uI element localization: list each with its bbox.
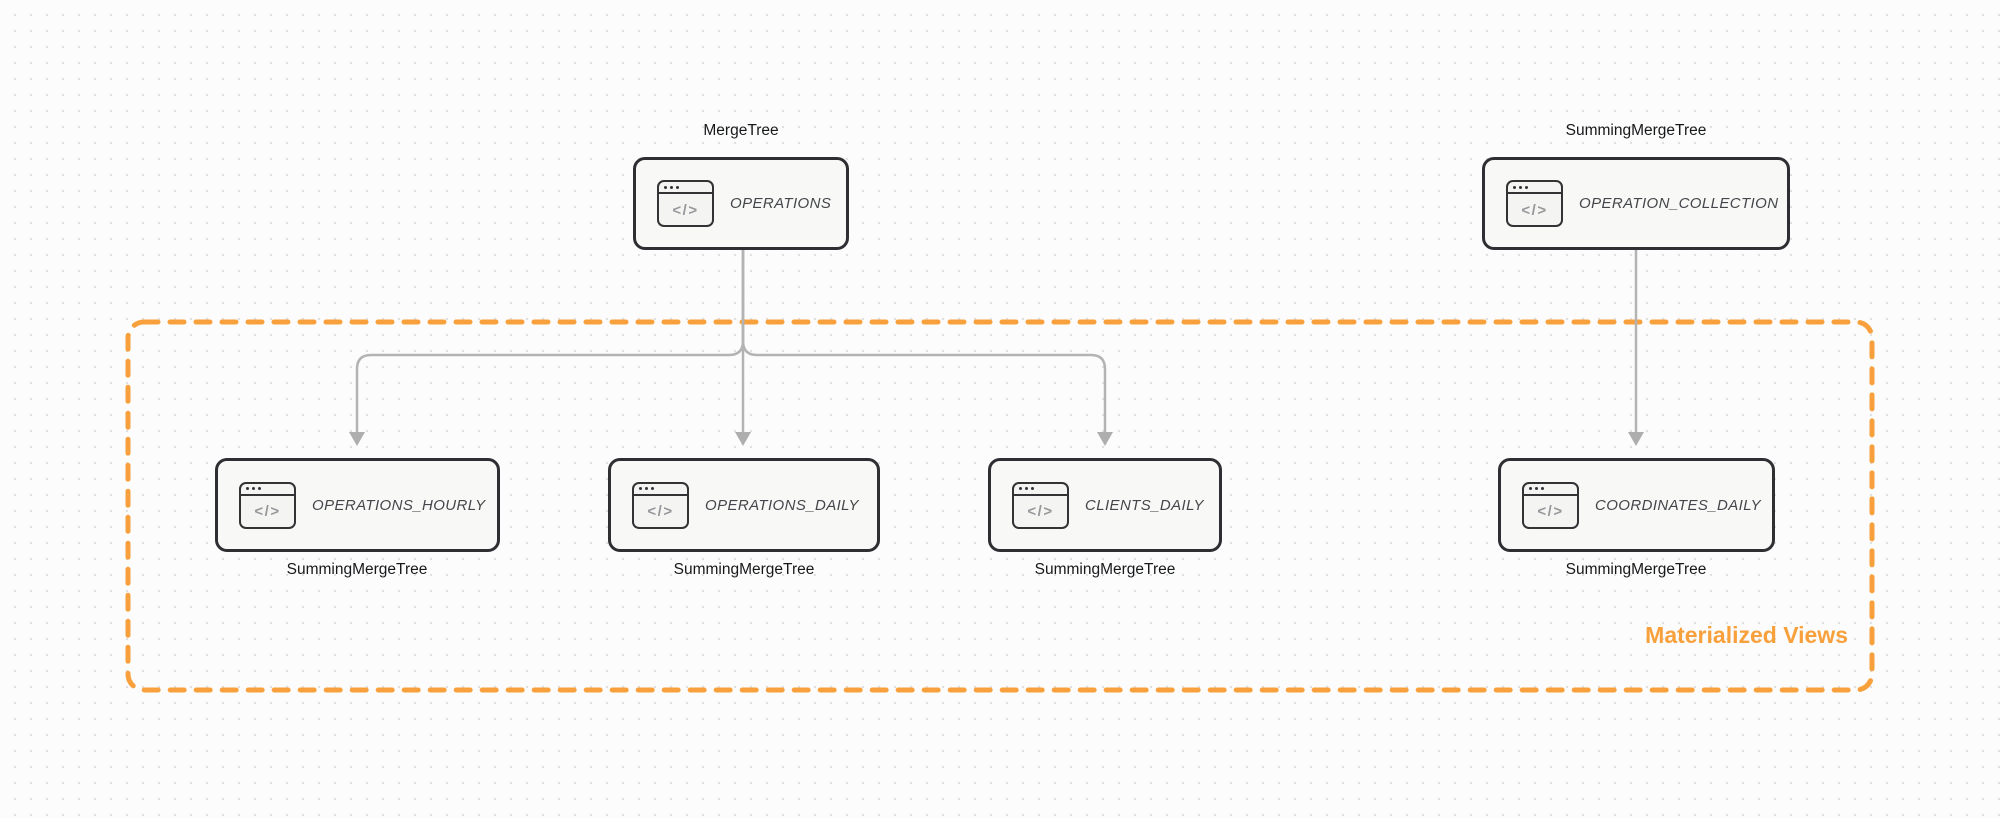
materialized-views-group-label: Materialized Views (1645, 622, 1848, 648)
code-window-icon: </> (632, 481, 689, 529)
window-dot (676, 185, 679, 189)
code-glyph: </> (1521, 201, 1548, 219)
arrowhead-operations-hourly (349, 432, 365, 446)
window-dot (670, 185, 673, 189)
engine-label-clients-daily: SummingMergeTree (1034, 561, 1176, 578)
window-titlebar (659, 182, 712, 194)
edge-operations-to-operations-hourly (355, 248, 745, 435)
node-title: OPERATION_COLLECTION (1579, 195, 1779, 212)
window-dot (258, 487, 261, 490)
edge-operations-to-clients-daily (741, 248, 1107, 435)
window-titlebar (1508, 182, 1561, 194)
engine-label-operation-collection: SummingMergeTree (1565, 122, 1707, 139)
node-title: OPERATIONS_HOURLY (312, 496, 486, 514)
code-glyph: </> (672, 201, 699, 219)
node-title: CLIENTS_DAILY (1085, 496, 1204, 514)
engine-label-operations-daily: SummingMergeTree (673, 561, 815, 578)
code-window-icon: </> (239, 481, 296, 529)
code-glyph: </> (1537, 503, 1564, 520)
arrowhead-operations-daily (735, 432, 751, 446)
arrowhead-coordinates-daily (1628, 432, 1644, 446)
engine-label-operations-hourly: SummingMergeTree (286, 561, 428, 578)
code-window-icon: </> (1522, 481, 1579, 529)
code-glyph: </> (647, 503, 674, 520)
window-titlebar (1014, 484, 1067, 496)
node-title: OPERATIONS (730, 195, 832, 212)
engine-label-operations: MergeTree (703, 122, 779, 139)
code-window-icon: </> (657, 180, 714, 227)
window-dot (664, 185, 667, 189)
node-operation-collection: </> OPERATION_COLLECTION (1482, 157, 1790, 250)
window-dot (1025, 487, 1028, 490)
window-dot (1535, 487, 1538, 490)
window-titlebar (241, 484, 294, 496)
window-dot (252, 487, 255, 490)
code-window-icon: </> (1506, 180, 1563, 227)
code-glyph: </> (1027, 503, 1054, 520)
window-dot (1519, 185, 1522, 189)
arrowhead-clients-daily (1097, 432, 1113, 446)
code-window-icon: </> (1012, 481, 1069, 529)
node-coordinates-daily: </> COORDINATES_DAILY (1498, 458, 1775, 552)
node-title: COORDINATES_DAILY (1595, 496, 1762, 514)
window-dot (246, 487, 249, 490)
node-operations-daily: </> OPERATIONS_DAILY (608, 458, 880, 552)
node-title: OPERATIONS_DAILY (705, 496, 859, 514)
window-dot (1541, 487, 1544, 490)
window-dot (1529, 487, 1532, 490)
window-titlebar (1524, 484, 1577, 496)
window-dot (1019, 487, 1022, 490)
node-operations-hourly: </> OPERATIONS_HOURLY (215, 458, 500, 552)
engine-label-coordinates-daily: SummingMergeTree (1565, 561, 1707, 578)
node-operations: </> OPERATIONS (633, 157, 849, 250)
window-titlebar (634, 484, 687, 496)
window-dot (1031, 487, 1034, 490)
window-dot (639, 487, 642, 490)
window-dot (1525, 185, 1528, 189)
window-dot (651, 487, 654, 490)
node-clients-daily: </> CLIENTS_DAILY (988, 458, 1222, 552)
window-dot (645, 487, 648, 490)
window-dot (1513, 185, 1516, 189)
code-glyph: </> (254, 503, 281, 520)
